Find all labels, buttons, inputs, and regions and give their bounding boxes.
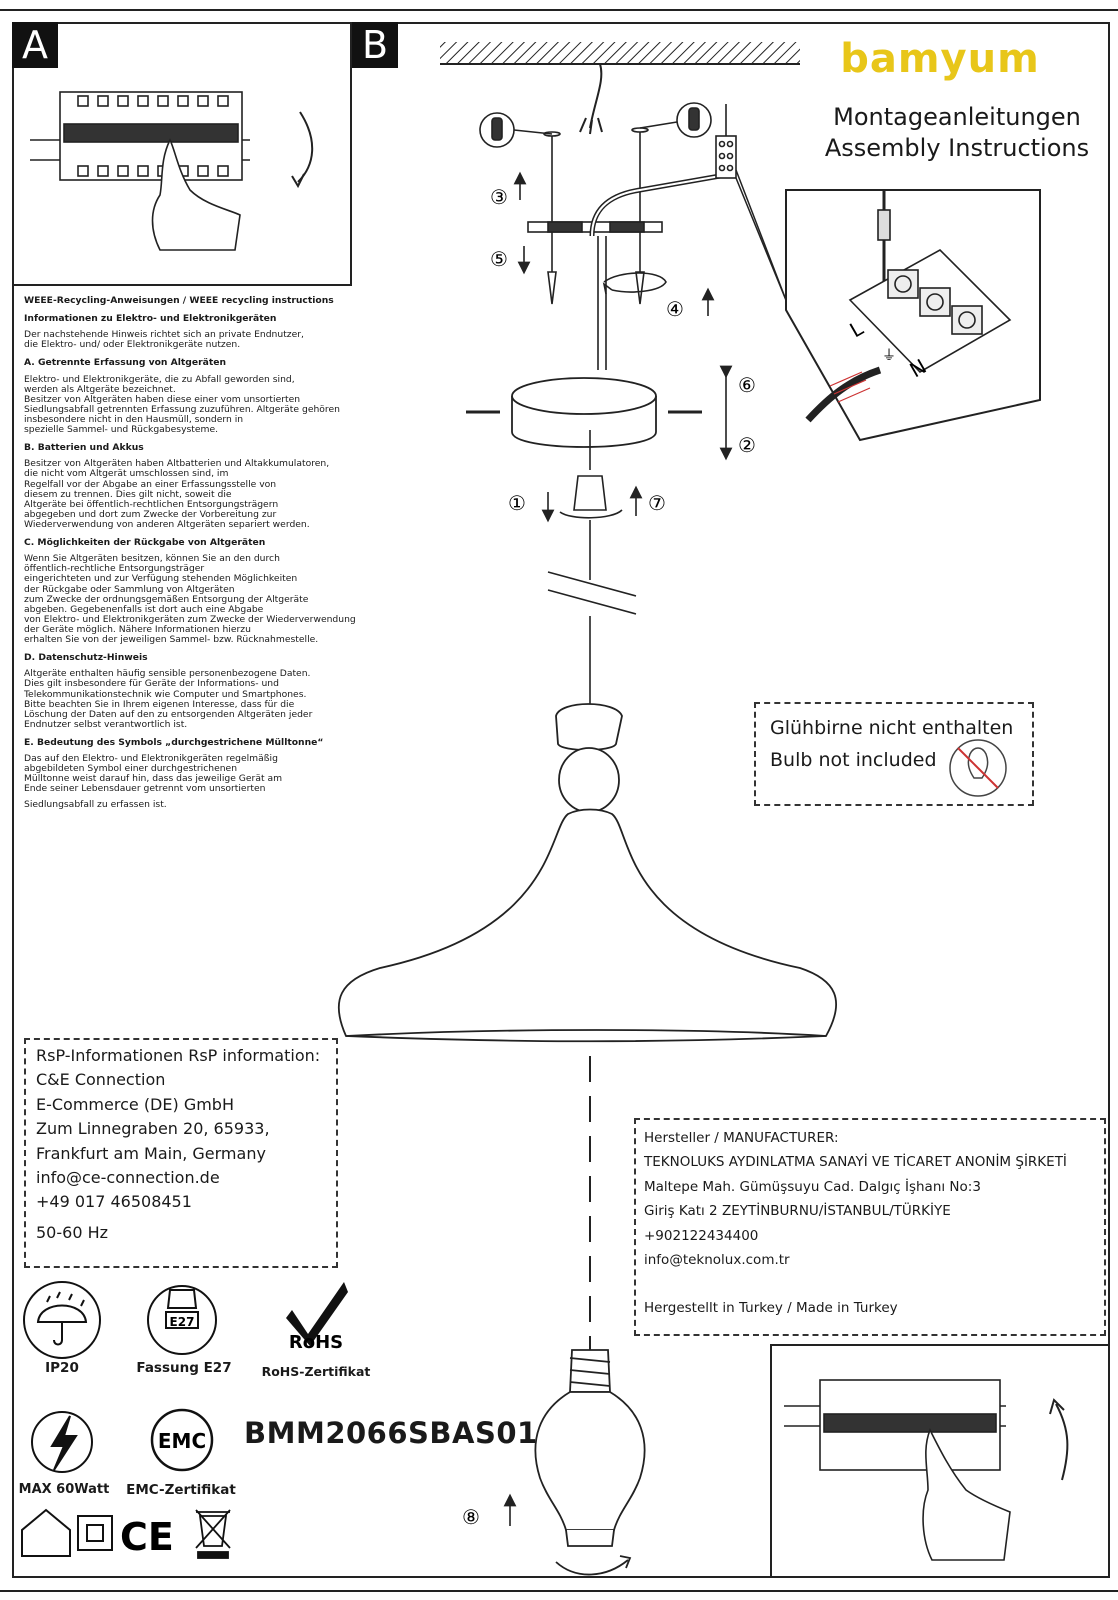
rsp-line: Zum Linnegraben 20, 65933, <box>36 1119 270 1139</box>
rohs-mark: RoHS <box>289 1332 343 1353</box>
manual-titles: Montageanleitungen Assembly Instructions <box>812 102 1102 164</box>
step-5: ⑤ <box>490 247 508 271</box>
emc-label: EMC-Zertifikat <box>126 1482 236 1498</box>
pendant-shade <box>337 703 838 1043</box>
panel-b-letter: B <box>352 22 398 68</box>
weee-section-heading: C. Möglichkeiten der Rückgabe von Altger… <box>24 537 266 549</box>
double-insulation-icon <box>77 1515 113 1551</box>
weee-section-heading: D. Datenschutz-Hinweis <box>24 652 148 664</box>
panel-a-breaker <box>12 22 352 286</box>
weee-section-heading: E. Bedeutung des Symbols „durchgestriche… <box>24 736 324 748</box>
lightning-icon <box>31 1411 93 1473</box>
manufacturer-line: Maltepe Mah. Gümüşsuyu Cad. Dalgıç İşhan… <box>644 1178 981 1195</box>
panel-a-letter: A <box>12 22 58 68</box>
step-4: ④ <box>666 297 684 321</box>
rsp-line: Frankfurt am Main, Germany <box>36 1143 266 1163</box>
rsp-title: RsP-Informationen RsP information: <box>36 1046 321 1065</box>
weee-subtitle: Informationen zu Elektro- und Elektronik… <box>24 313 277 325</box>
ceiling-hatch <box>440 42 800 64</box>
made-in: Hergestellt in Turkey / Made in Turkey <box>644 1300 898 1317</box>
mounting-bracket <box>479 102 737 370</box>
cable-grip <box>541 430 643 523</box>
weee-section-text: Besitzer von Altgeräten haben Altbatteri… <box>24 458 330 530</box>
step-7: ⑦ <box>648 491 666 515</box>
bottom-rule <box>0 1590 1118 1592</box>
bulb-not-included-notice: Glühbirne nicht enthalten Bulb not inclu… <box>754 702 1034 806</box>
weee-intro: Der nachstehende Hinweis richtet sich an… <box>24 329 304 351</box>
socket-label: Fassung E27 <box>136 1360 232 1376</box>
page-frame <box>12 22 1110 1578</box>
top-rule <box>0 9 1118 11</box>
weee-section-text: Elektro- und Elektronikgeräte, die zu Ab… <box>24 373 340 436</box>
step-3: ③ <box>490 185 508 209</box>
rsp-line: info@ce-connection.de <box>36 1168 220 1188</box>
ce-mark: CE <box>120 1515 174 1559</box>
rohs-label: RoHS-Zertifikat <box>261 1364 371 1379</box>
breaker-illustration-a <box>30 91 314 251</box>
rohs-check-icon <box>286 1282 348 1346</box>
house-icon <box>21 1508 71 1557</box>
weee-section-heading: B. Batterien und Akkus <box>24 442 144 454</box>
weee-section-text: Das auf den Elektro- und Elektronikgerät… <box>24 753 283 795</box>
weee-closing: Siedlungsabfall zu erfassen ist. <box>24 799 167 811</box>
title-de: Montageanleitungen <box>833 103 1081 131</box>
earth-terminal-icon: ⏚ <box>882 348 896 364</box>
model-number: BMM2066SBAS01 <box>244 1416 538 1450</box>
weee-section-text: Wenn Sie Altgeräten besitzen, können Sie… <box>24 553 356 646</box>
bulb-notice-de: Glühbirne nicht enthalten <box>770 717 1014 739</box>
emc-icon <box>150 1408 214 1472</box>
weee-title: WEEE-Recycling-Anweisungen / WEEE recycl… <box>24 295 334 306</box>
crossed-bin-icon <box>195 1509 231 1559</box>
weee-instructions: WEEE-Recycling-Anweisungen / WEEE recycl… <box>24 295 444 817</box>
step-1: ① <box>508 491 526 515</box>
rsp-line: +49 017 46508451 <box>36 1192 192 1212</box>
umbrella-rain-icon <box>23 1281 101 1359</box>
bulb-notice-en: Bulb not included <box>770 749 937 771</box>
brand-logo: bamyum <box>840 36 1040 82</box>
step-2: ② <box>738 433 756 457</box>
bulb-illustration <box>534 1349 646 1576</box>
rsp-line: E-Commerce (DE) GmbH <box>36 1094 234 1114</box>
power-label: MAX 60Watt <box>18 1482 110 1497</box>
manufacturer-title: Hersteller / MANUFACTURER: <box>644 1130 839 1146</box>
step-8: ⑧ <box>462 1505 480 1529</box>
manufacturer-box: Hersteller / MANUFACTURER: TEKNOLUKS AYD… <box>634 1118 1106 1336</box>
manufacturer-line: +902122434400 <box>644 1227 759 1244</box>
manufacturer-line: Giriş Katı 2 ZEYTİNBURNU/İSTANBUL/TÜRKİY… <box>644 1203 951 1220</box>
manufacturer-line: TEKNOLUKS AYDINLATMA SANAYİ VE TİCARET A… <box>644 1154 1067 1171</box>
rsp-info-box: RsP-Informationen RsP information: C&E C… <box>24 1038 338 1268</box>
panel-c-breaker <box>770 1344 1110 1578</box>
weee-section-heading: A. Getrennte Erfassung von Altgeräten <box>24 357 226 369</box>
bulb-socket-icon <box>147 1285 217 1355</box>
rsp-line: C&E Connection <box>36 1070 166 1090</box>
no-bulb-icon <box>949 739 1007 797</box>
ceiling-canopy <box>466 377 702 448</box>
breaker-illustration-c <box>784 1379 1069 1561</box>
socket-badge: E27 <box>170 1315 195 1329</box>
mains-cable <box>589 63 603 129</box>
wiring-detail <box>785 189 1041 442</box>
weee-section-text: Altgeräte enthalten häufig sensible pers… <box>24 668 313 730</box>
emc-mark: EMC <box>158 1429 206 1453</box>
manufacturer-line: info@teknolux.com.tr <box>644 1252 790 1269</box>
ip-label: IP20 <box>45 1360 79 1376</box>
title-en: Assembly Instructions <box>824 134 1090 162</box>
rsp-line: 50-60 Hz <box>36 1222 109 1242</box>
step-6: ⑥ <box>738 373 756 397</box>
